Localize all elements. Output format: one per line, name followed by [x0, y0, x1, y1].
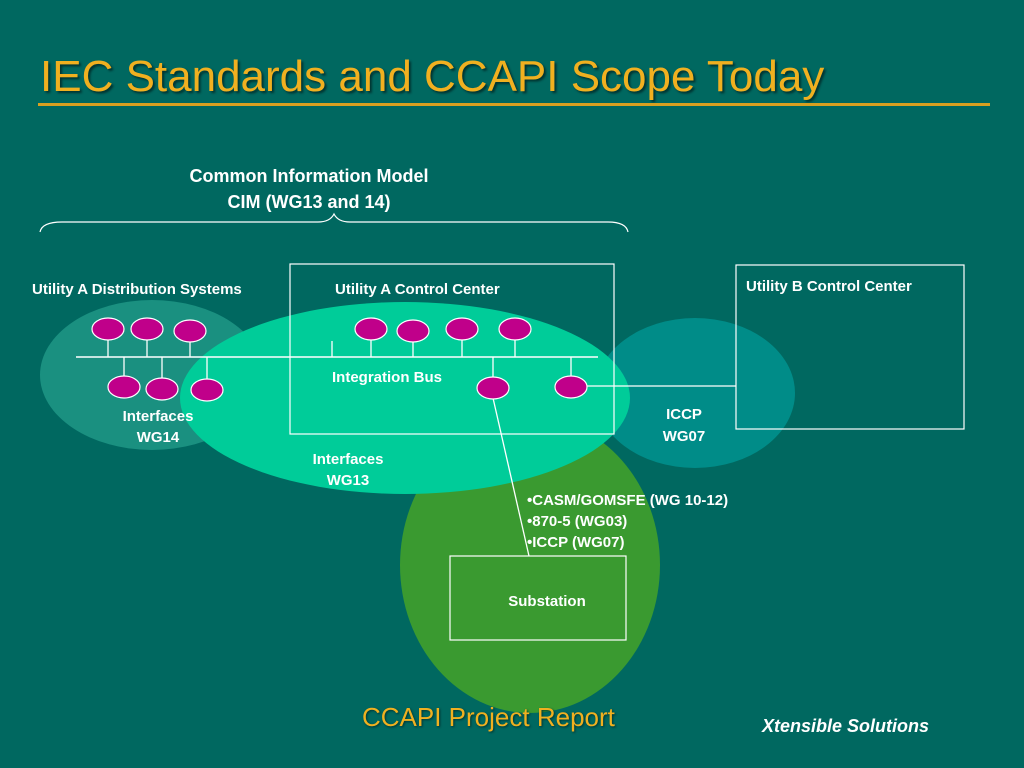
- cim-heading-line2: CIM (WG13 and 14): [227, 192, 391, 212]
- node: [554, 375, 588, 399]
- interfaces-wg13-line2: WG13: [326, 472, 370, 489]
- integration-bus-label: Integration Bus: [332, 369, 443, 386]
- utility-a-control-box: [289, 263, 615, 435]
- node: [190, 378, 224, 402]
- slide-title: IEC Standards and CCAPI Scope Today: [40, 52, 825, 101]
- footer-company: Xtensible Solutions: [762, 716, 930, 736]
- utility-a-control-label: Utility A Control Center: [335, 281, 500, 298]
- substation-box: [449, 555, 627, 641]
- cim-heading-line1: Common Information Model: [189, 166, 429, 186]
- title-underline: [38, 103, 990, 106]
- node: [145, 377, 179, 401]
- iccp-line2: WG07: [662, 428, 706, 445]
- protocol-item: •870-5 (WG03): [527, 513, 628, 530]
- substation-protocol-list: •CASM/GOMSFE (WG 10-12) •870-5 (WG03) •I…: [527, 490, 728, 553]
- bus-nodes: [91, 317, 588, 402]
- node: [498, 317, 532, 341]
- node: [476, 376, 510, 400]
- utility-a-distribution-label: Utility A Distribution Systems: [32, 281, 242, 298]
- node: [173, 319, 207, 343]
- utility-b-control-box: [735, 264, 965, 430]
- protocol-item: •ICCP (WG07): [527, 534, 625, 551]
- cim-brace: [39, 212, 629, 233]
- substation-label: Substation: [508, 593, 586, 610]
- upper-connectors: [107, 340, 572, 379]
- iccp-ellipse: [595, 318, 795, 468]
- substation-ellipse: [400, 417, 660, 713]
- substation-link: [492, 397, 530, 557]
- footer-report-title: CCAPI Project Report: [362, 702, 615, 732]
- wg13-ellipse: [180, 302, 630, 494]
- node: [130, 317, 164, 341]
- iccp-line1: ICCP: [666, 406, 702, 423]
- node: [91, 317, 125, 341]
- node: [396, 319, 430, 343]
- protocol-item: •CASM/GOMSFE (WG 10-12): [527, 492, 729, 509]
- node: [445, 317, 479, 341]
- interfaces-wg14-line2: WG14: [136, 429, 180, 446]
- interfaces-wg13-line1: Interfaces: [312, 451, 384, 468]
- utility-b-control-label: Utility B Control Center: [746, 278, 912, 295]
- node: [107, 375, 141, 399]
- interfaces-wg14-line1: Interfaces: [122, 408, 194, 425]
- node: [354, 317, 388, 341]
